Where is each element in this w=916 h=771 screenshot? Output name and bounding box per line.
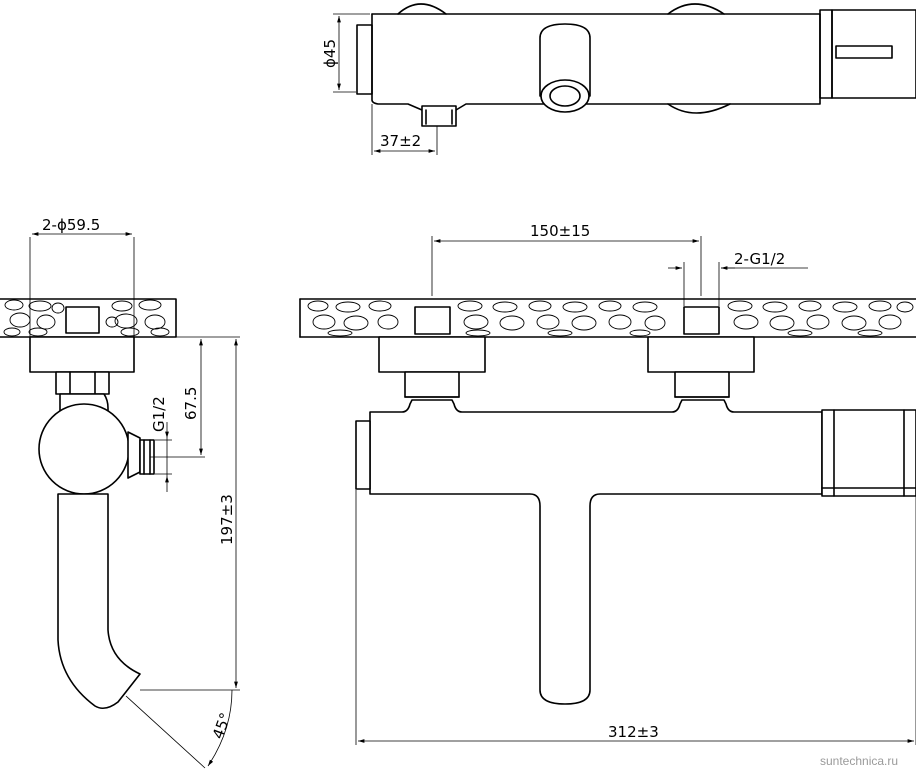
center-distance-label: 150±15	[530, 222, 590, 240]
front-wall-stone-texture	[307, 300, 914, 337]
watermark: suntechnica.ru	[820, 754, 898, 768]
flange-diameter-label: 2-ϕ59.5	[42, 216, 100, 234]
wall-to-outlet-label: 67.5	[182, 387, 200, 420]
outlet-thread-side-label: G1/2	[150, 396, 168, 432]
top-diameter-label: ϕ45	[321, 39, 339, 68]
top-offset-label: 37±2	[380, 132, 421, 150]
inlet-thread-front-label: 2-G1/2	[734, 250, 785, 268]
top-view: ϕ45 37±2	[321, 3, 916, 155]
spout-height-label: 197±3	[218, 494, 236, 545]
front-view: 150±15 2-G1/2 312±3	[299, 222, 916, 745]
overall-length-label: 312±3	[608, 723, 659, 741]
spout-angle-label: 45°	[209, 710, 235, 741]
side-view: 2-ϕ59.5 67.5 G1/2 197±3 45°	[0, 216, 240, 769]
